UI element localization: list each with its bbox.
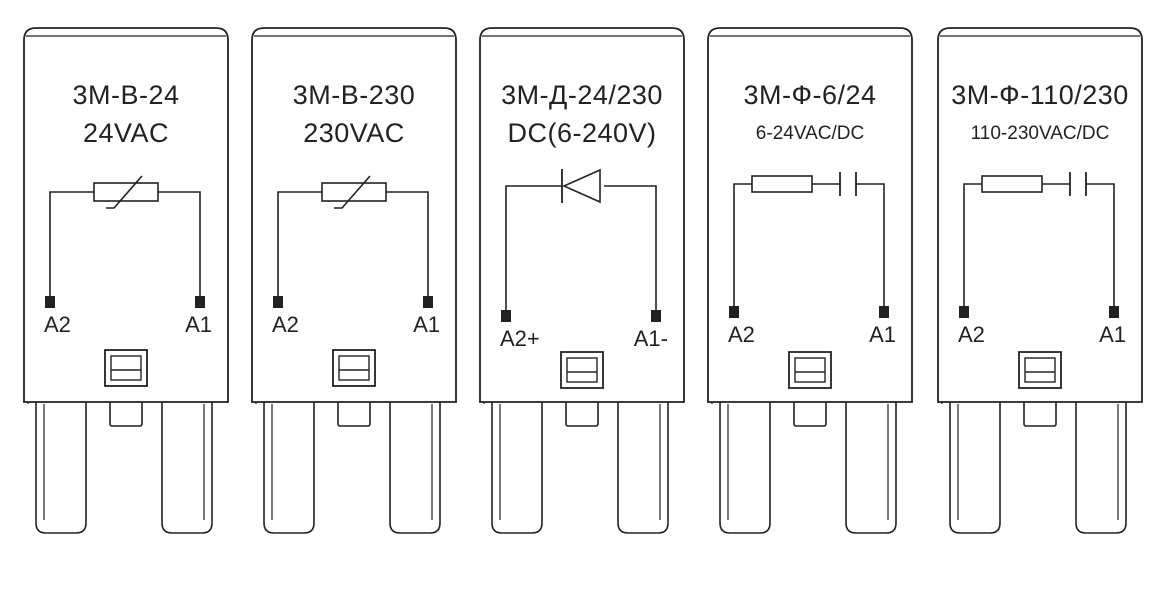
varistor-symbol — [321, 182, 387, 202]
terminal-label-right: A1 — [185, 312, 212, 337]
left-pin — [263, 398, 315, 534]
terminal-a1 — [195, 296, 205, 308]
right-pin — [161, 398, 213, 534]
relay-module: 3М-Ф-6/24 6-24VAC/DC A2 A1 — [707, 27, 913, 534]
left-pin — [491, 398, 543, 534]
voltage-label: 6-24VAC/DC — [756, 123, 864, 144]
module-body — [707, 27, 913, 403]
voltage-label: 24VAC — [83, 118, 169, 148]
terminal-a1 — [423, 296, 433, 308]
terminal-a2 — [45, 296, 55, 308]
terminal-a2 — [729, 306, 739, 318]
indicator-window-inner — [110, 355, 142, 381]
model-label: 3М-В-24 — [72, 80, 179, 110]
terminal-a1 — [1109, 306, 1119, 318]
indicator-window-inner — [338, 355, 370, 381]
right-wire — [856, 183, 885, 312]
voltage-label: DC(6-240V) — [507, 118, 656, 148]
left-wire — [733, 183, 752, 312]
right-wire — [1086, 183, 1115, 312]
voltage-label: 110-230VAC/DC — [971, 123, 1110, 144]
left-pin — [35, 398, 87, 534]
indicator-window-inner — [794, 357, 826, 383]
varistor-slash — [334, 175, 371, 209]
right-pin — [1075, 398, 1127, 534]
terminal-label-left: A2 — [272, 312, 299, 337]
resistor-symbol — [751, 175, 813, 193]
indicator-window-inner — [1024, 357, 1056, 383]
voltage-label: 230VAC — [303, 118, 405, 148]
right-wire — [604, 185, 657, 316]
module-body — [23, 27, 229, 403]
terminal-label-left: A2+ — [500, 326, 540, 351]
terminal-a2 — [273, 296, 283, 308]
left-wire — [505, 185, 562, 316]
terminal-label-left: A2 — [728, 322, 755, 347]
terminal-a1 — [879, 306, 889, 318]
module-body — [479, 27, 685, 403]
right-wire — [158, 191, 201, 302]
model-label: 3М-В-230 — [293, 80, 416, 110]
resistor-symbol — [981, 175, 1043, 193]
left-wire — [277, 191, 322, 302]
varistor-symbol — [93, 182, 159, 202]
terminal-label-right: A1 — [869, 322, 896, 347]
right-wire — [386, 191, 429, 302]
terminal-label-right: A1- — [634, 326, 668, 351]
relay-module: 3М-В-24 24VAC A2 A1 — [23, 27, 229, 534]
module-body — [251, 27, 457, 403]
indicator-window-inner — [566, 357, 598, 383]
left-wire — [49, 191, 94, 302]
relay-module: 3М-В-230 230VAC A2 A1 — [251, 27, 457, 534]
left-wire — [963, 183, 982, 312]
left-pin — [949, 398, 1001, 534]
terminal-a1 — [651, 310, 661, 322]
diode-symbol — [562, 168, 601, 204]
module-body — [937, 27, 1143, 403]
terminal-label-right: A1 — [1099, 322, 1126, 347]
left-pin — [719, 398, 771, 534]
terminal-a2 — [501, 310, 511, 322]
right-pin — [845, 398, 897, 534]
model-label: 3М-Д-24/230 — [501, 80, 663, 110]
terminal-label-left: A2 — [44, 312, 71, 337]
model-label: 3М-Ф-6/24 — [743, 80, 876, 110]
varistor-slash — [106, 175, 143, 209]
terminal-label-right: A1 — [413, 312, 440, 337]
right-pin — [617, 398, 669, 534]
terminal-a2 — [959, 306, 969, 318]
terminal-label-left: A2 — [958, 322, 985, 347]
right-pin — [389, 398, 441, 534]
model-label: 3М-Ф-110/230 — [951, 80, 1129, 110]
relay-module: 3М-Ф-110/230 110-230VAC/DC A2 A1 — [937, 27, 1143, 534]
